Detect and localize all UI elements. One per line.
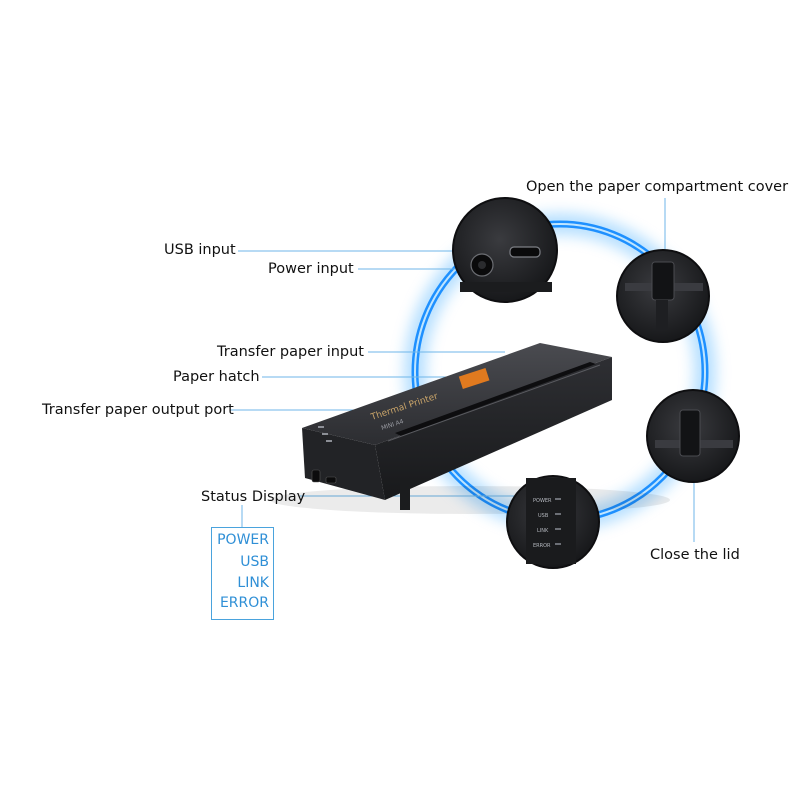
- zoom-circle-ports: [452, 197, 558, 303]
- status-legend-box: POWER USB LINK ERROR: [211, 527, 274, 620]
- zoom-circle-close-lid: [646, 389, 740, 483]
- panel-led-label: ERROR: [533, 543, 551, 549]
- label-close-lid: Close the lid: [650, 547, 740, 563]
- panel-led-label: USB: [538, 513, 549, 519]
- panel-led-label: LINK: [537, 528, 549, 534]
- label-paper-hatch: Paper hatch: [173, 369, 260, 385]
- label-transfer-paper-output: Transfer paper output port: [42, 402, 234, 418]
- leader-lines: [230, 198, 695, 542]
- label-transfer-paper-input: Transfer paper input: [217, 344, 364, 360]
- zoom-circle-status-display: POWER USB LINK ERROR: [506, 475, 600, 569]
- label-open-cover: Open the paper compartment cover: [526, 179, 789, 195]
- label-status-display: Status Display: [201, 489, 306, 505]
- zoom-circle-open-cover: [616, 249, 710, 343]
- panel-led-label: POWER: [533, 498, 552, 504]
- label-usb-input: USB input: [164, 242, 236, 258]
- label-power-input: Power input: [268, 261, 354, 277]
- legend-item-error: ERROR: [219, 595, 269, 611]
- legend-item-usb: USB: [240, 554, 269, 570]
- legend-item-link: LINK: [237, 575, 269, 591]
- legend-item-power: POWER: [217, 532, 269, 548]
- thermal-printer-illustration: Thermal Printer MINI A4: [270, 343, 670, 514]
